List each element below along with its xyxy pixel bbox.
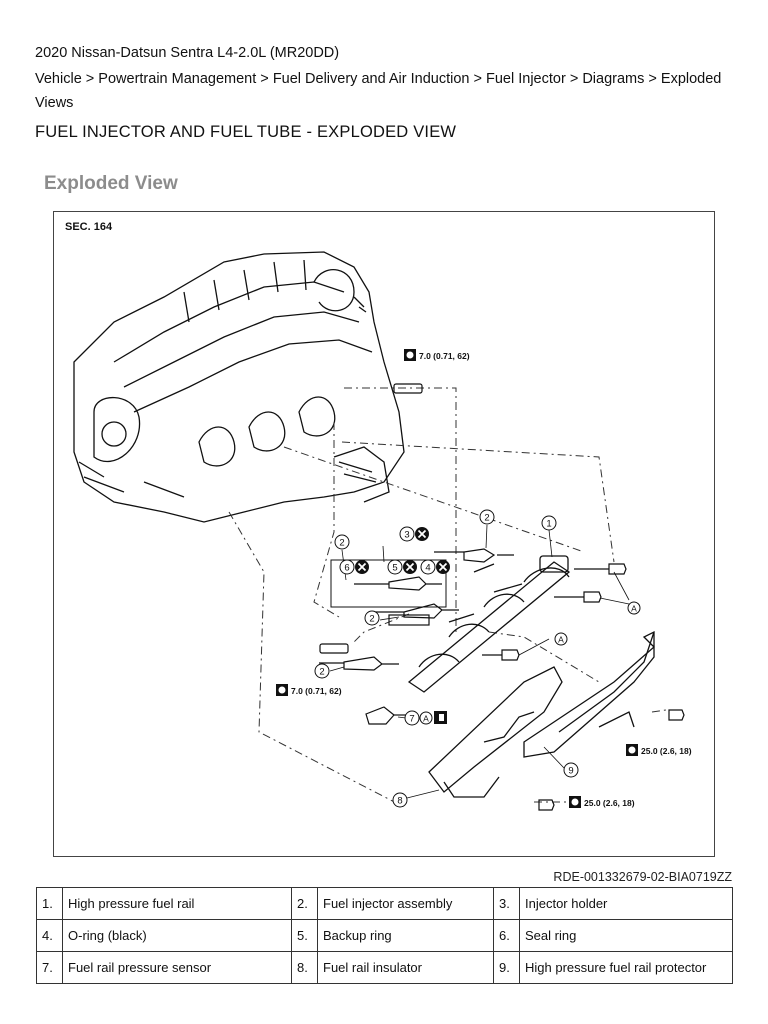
torque-spec-bottom: 25.0 (2.6, 18) — [584, 798, 635, 808]
part-name: Fuel injector assembly — [317, 887, 494, 920]
part-number: 5. — [291, 919, 318, 952]
section-heading: Exploded View — [44, 173, 178, 194]
callout-4 — [420, 559, 436, 575]
callout-leader-lines — [329, 524, 630, 799]
parts-legend-table: 1. High pressure fuel rail 2. Fuel injec… — [36, 887, 733, 984]
breadcrumb-separator: > — [565, 71, 583, 87]
part-number: 3. — [493, 887, 520, 920]
breadcrumb-separator: > — [81, 71, 99, 87]
breadcrumb-separator: > — [256, 71, 273, 87]
part-name: Fuel rail pressure sensor — [62, 951, 292, 984]
callout-2-label: 2 — [484, 513, 489, 524]
assembly-guide-lines — [228, 387, 667, 808]
breadcrumb-powertrain-management[interactable]: Powertrain Management — [98, 71, 257, 87]
torque-spec-top: 7.0 (0.71, 62) — [419, 351, 470, 361]
callout-5 — [387, 559, 403, 575]
part-name: High pressure fuel rail — [62, 887, 292, 920]
part-name: Fuel rail insulator — [317, 951, 494, 984]
callout-3 — [399, 526, 415, 542]
callout-3-label: 3 — [404, 530, 409, 541]
callout-2 — [479, 509, 495, 525]
part-number: 8. — [291, 951, 318, 984]
callout-a — [627, 601, 641, 615]
callout-4-label: 4 — [425, 563, 430, 574]
callout-2-label: 2 — [319, 667, 324, 678]
callout-circles — [314, 509, 641, 808]
callout-8 — [392, 792, 408, 808]
part-number: 2. — [291, 887, 318, 920]
part-number: 1. — [36, 887, 63, 920]
bolts-drawing — [319, 383, 685, 811]
figure-reference: RDE-001332679-02-BIA0719ZZ — [553, 870, 732, 884]
callout-a-label: A — [423, 714, 429, 724]
breadcrumb-separator: > — [644, 71, 661, 87]
part-name: Backup ring — [317, 919, 494, 952]
breadcrumb-diagrams[interactable]: Diagrams — [582, 71, 645, 87]
part-name: High pressure fuel rail protector — [519, 951, 733, 984]
torque-icon — [276, 349, 638, 808]
callout-a — [419, 711, 433, 725]
vehicle-title: 2020 Nissan-Datsun Sentra L4-2.0L (MR20D… — [35, 45, 340, 61]
part-number: 4. — [36, 919, 63, 952]
do-not-reuse-icon — [355, 527, 450, 574]
callout-6 — [339, 559, 355, 575]
breadcrumb-separator: > — [469, 71, 486, 87]
callout-5-label: 5 — [392, 563, 397, 574]
callout-2 — [364, 610, 380, 626]
callout-a-label: A — [558, 635, 564, 645]
fuel-rail-drawing — [407, 555, 571, 693]
callout-9 — [563, 762, 579, 778]
part-number: 6. — [493, 919, 520, 952]
sealant-icon — [434, 711, 447, 724]
callout-a — [554, 632, 568, 646]
injector-seal-detail-box — [330, 559, 447, 608]
breadcrumb-fuel-injector[interactable]: Fuel Injector — [486, 71, 566, 87]
torque-spec-left: 7.0 (0.71, 62) — [291, 686, 342, 696]
exploded-view-diagram: SEC. 164 — [53, 211, 715, 857]
callout-6-label: 6 — [344, 563, 349, 574]
part-name: Injector holder — [519, 887, 733, 920]
insulator-and-protector-drawing — [428, 630, 655, 798]
breadcrumb: Vehicle > Powertrain Management > Fuel D… — [35, 67, 725, 115]
callout-1 — [541, 515, 557, 531]
callout-2 — [314, 663, 330, 679]
fuel-injector-drawings — [319, 548, 514, 671]
engine-cylinder-head-drawing — [73, 251, 405, 523]
callout-2-label: 2 — [369, 614, 374, 625]
breadcrumb-vehicle[interactable]: Vehicle — [35, 71, 82, 87]
callout-7-label: 7 — [409, 714, 414, 725]
breadcrumb-fuel-delivery[interactable]: Fuel Delivery and Air Induction — [272, 71, 470, 87]
callout-2 — [334, 534, 350, 550]
callout-1-label: 1 — [546, 519, 551, 530]
page-title: FUEL INJECTOR AND FUEL TUBE - EXPLODED V… — [35, 123, 457, 141]
callout-7 — [404, 710, 420, 726]
section-number: SEC. 164 — [65, 221, 113, 233]
part-number: 7. — [36, 951, 63, 984]
part-name: O-ring (black) — [62, 919, 292, 952]
table-row: 1. High pressure fuel rail 2. Fuel injec… — [36, 887, 733, 920]
callout-8-label: 8 — [397, 796, 402, 807]
breadcrumb-exploded-views[interactable]: Exploded Views — [35, 71, 722, 111]
pressure-sensor-drawing — [365, 706, 406, 725]
table-row: 4. O-ring (black) 5. Backup ring 6. Seal… — [36, 919, 733, 952]
part-number: 9. — [493, 951, 520, 984]
torque-spec-right: 25.0 (2.6, 18) — [641, 746, 692, 756]
callout-a-label: A — [631, 604, 637, 614]
callout-2-label: 2 — [339, 538, 344, 549]
part-name: Seal ring — [519, 919, 733, 952]
callout-9-label: 9 — [568, 766, 573, 777]
table-row: 7. Fuel rail pressure sensor 8. Fuel rai… — [36, 951, 733, 984]
